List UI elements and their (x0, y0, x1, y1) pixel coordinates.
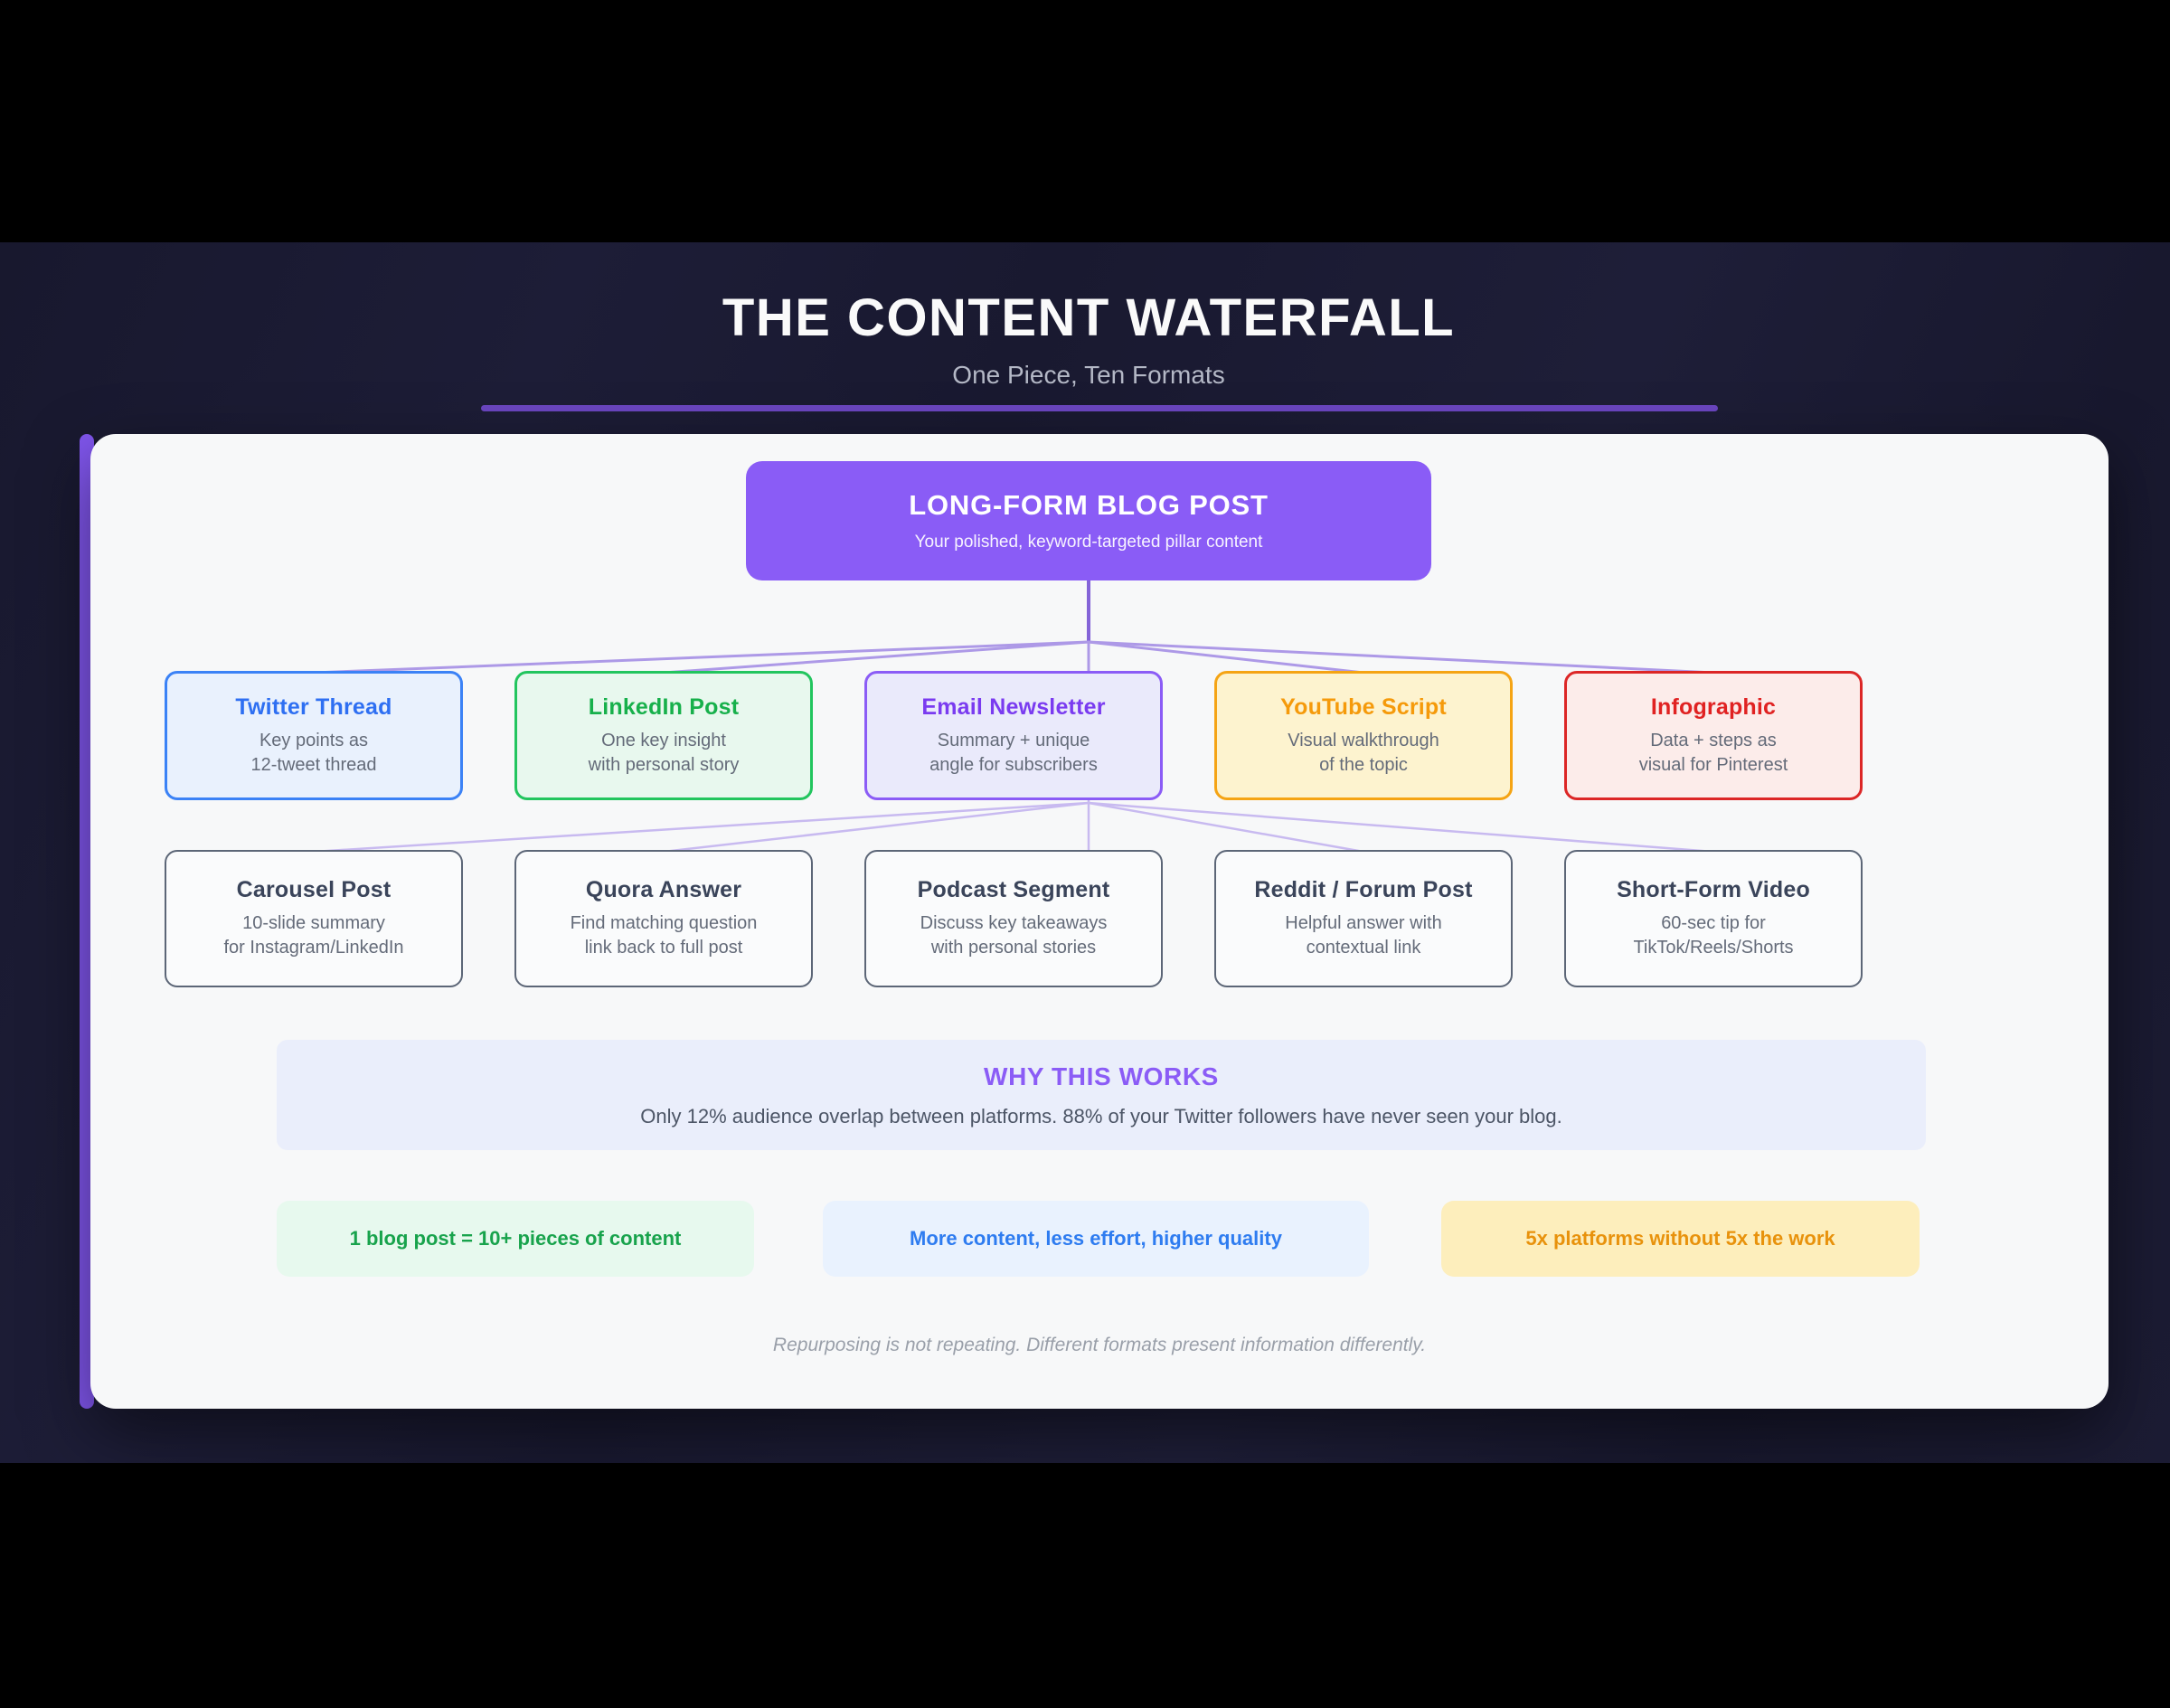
title-divider (481, 405, 1718, 411)
node-title: LinkedIn Post (588, 694, 740, 720)
node-title: Infographic (1650, 694, 1777, 720)
root-node-subtitle: Your polished, keyword-targeted pillar c… (914, 533, 1263, 552)
pill-blog-post-equation: 1 blog post = 10+ pieces of content (277, 1201, 754, 1277)
node-body: Key points as 12-tweet thread (250, 730, 377, 775)
pill-more-content: More content, less effort, higher qualit… (823, 1201, 1369, 1277)
root-node-long-form-blog-post: LONG-FORM BLOG POST Your polished, keywo… (746, 461, 1431, 580)
node-body: 60-sec tip for TikTok/Reels/Shorts (1633, 913, 1794, 958)
why-body: Only 12% audience overlap between platfo… (640, 1104, 1562, 1128)
node-title: Reddit / Forum Post (1254, 877, 1473, 902)
node-title: Podcast Segment (917, 877, 1110, 902)
node-body: 10-slide summary for Instagram/LinkedIn (223, 913, 404, 958)
node-body: Visual walkthrough of the topic (1288, 730, 1439, 775)
node-title: Quora Answer (585, 877, 742, 902)
node-infographic: Infographic Data + steps as visual for P… (1564, 671, 1863, 800)
node-podcast-segment: Podcast Segment Discuss key takeaways wi… (864, 850, 1163, 987)
why-this-works-panel: WHY THIS WORKS Only 12% audience overlap… (277, 1040, 1926, 1150)
node-title: Email Newsletter (921, 694, 1106, 720)
node-title: Carousel Post (236, 877, 392, 902)
node-reddit-forum-post: Reddit / Forum Post Helpful answer with … (1214, 850, 1513, 987)
node-body: Find matching question link back to full… (570, 913, 758, 958)
pill-text: More content, less effort, higher qualit… (910, 1227, 1282, 1250)
pill-text: 1 blog post = 10+ pieces of content (349, 1227, 682, 1250)
node-body: Data + steps as visual for Pinterest (1638, 730, 1788, 775)
node-title: Twitter Thread (235, 694, 392, 720)
node-email-newsletter: Email Newsletter Summary + unique angle … (864, 671, 1163, 800)
node-quora-answer: Quora Answer Find matching question link… (514, 850, 813, 987)
footer-note: Repurposing is not repeating. Different … (772, 1335, 1427, 1355)
pill-5x-platforms: 5x platforms without 5x the work (1441, 1201, 1920, 1277)
node-body: One key insight with personal story (588, 730, 740, 775)
node-title: YouTube Script (1280, 694, 1447, 720)
why-title: WHY THIS WORKS (984, 1062, 1219, 1090)
node-twitter-thread: Twitter Thread Key points as 12-tweet th… (165, 671, 463, 800)
header: THE CONTENT WATERFALL One Piece, Ten For… (80, 288, 2098, 390)
page-title: THE CONTENT WATERFALL (722, 288, 1456, 347)
page-subtitle: One Piece, Ten Formats (952, 361, 1225, 389)
pill-text: 5x platforms without 5x the work (1525, 1227, 1835, 1250)
node-title: Short-Form Video (1617, 877, 1810, 902)
node-body: Helpful answer with contextual link (1285, 913, 1442, 958)
node-body: Summary + unique angle for subscribers (929, 730, 1098, 775)
node-youtube-script: YouTube Script Visual walkthrough of the… (1214, 671, 1513, 800)
root-node-title: LONG-FORM BLOG POST (909, 489, 1269, 521)
node-short-form-video: Short-Form Video 60-sec tip for TikTok/R… (1564, 850, 1863, 987)
node-body: Discuss key takeaways with personal stor… (920, 913, 1108, 958)
node-linkedin-post: LinkedIn Post One key insight with perso… (514, 671, 813, 800)
node-carousel-post: Carousel Post 10-slide summary for Insta… (165, 850, 463, 987)
